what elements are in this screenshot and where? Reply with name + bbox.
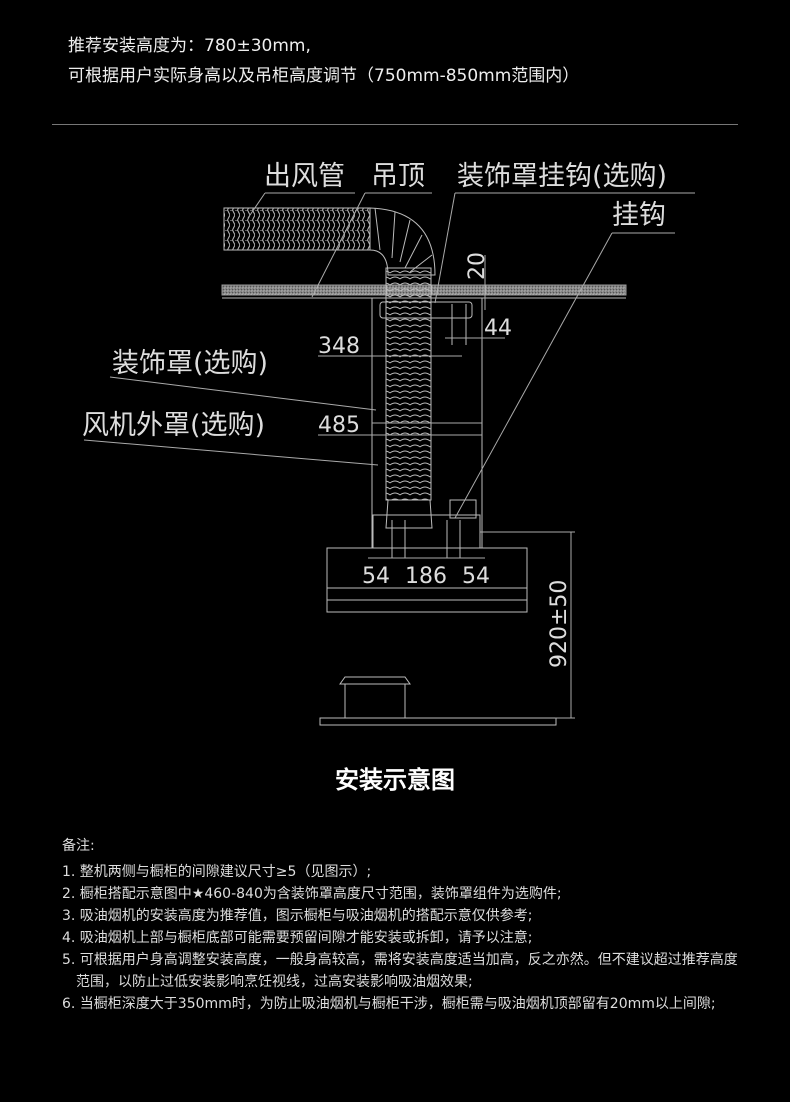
duct-bend bbox=[369, 207, 436, 276]
label-fan-cover: 风机外罩(选购) bbox=[82, 410, 265, 441]
notes: 备注: 1. 整机两侧与橱柜的间隙建议尺寸≥5（见图示）; 2. 橱柜搭配示意图… bbox=[62, 835, 746, 1015]
adjustment-range-text: 可根据用户实际身高以及吊柜高度调节（750mm-850mm范围内） bbox=[68, 66, 580, 86]
note-item: 3. 吸油烟机的安装高度为推荐值，图示橱柜与吸油烟机的搭配示意仅供参考; bbox=[62, 908, 533, 924]
label-cover: 装饰罩(选购) bbox=[112, 348, 268, 379]
note-item: 5. 可根据用户身高调整安装高度，一般身高较高，需将安装高度适当加高，反之亦然。… bbox=[62, 952, 738, 990]
label-ceiling: 吊顶 bbox=[371, 161, 425, 192]
recommended-height-text: 推荐安装高度为：780±30mm, bbox=[68, 36, 311, 56]
dim-54-left: 54 bbox=[362, 564, 390, 589]
hood-bottom-strip bbox=[326, 599, 528, 613]
dim-485: 485 bbox=[318, 413, 360, 438]
diagram-title: 安装示意图 bbox=[335, 766, 455, 794]
note-item: 2. 橱柜搭配示意图中★460-840为含装饰罩高度尺寸范围，装饰罩组件为选购件… bbox=[62, 886, 562, 902]
label-cover-hook: 装饰罩挂钩(选购) bbox=[457, 161, 667, 192]
dim-20: 20 bbox=[465, 252, 490, 280]
note-item: 4. 吸油烟机上部与橱柜底部可能需要预留间隙才能安装或拆卸，请予以注意; bbox=[62, 930, 533, 946]
dim-186: 186 bbox=[405, 564, 447, 589]
dim-54-right: 54 bbox=[462, 564, 490, 589]
cover-hook-bracket bbox=[379, 301, 473, 319]
dim-44: 44 bbox=[484, 316, 512, 341]
notes-heading: 备注: bbox=[62, 838, 95, 854]
note-item: 6. 当橱柜深度大于350mm时，为防止吸油烟机与橱柜干涉，橱柜需与吸油烟机顶部… bbox=[62, 996, 716, 1012]
divider bbox=[52, 124, 738, 125]
note-item: 1. 整机两侧与橱柜的间隙建议尺寸≥5（见图示）; bbox=[62, 864, 372, 880]
label-duct: 出风管 bbox=[264, 161, 345, 192]
exhaust-duct-horizontal bbox=[223, 207, 371, 251]
installation-diagram: 出风管 吊顶 装饰罩挂钩(选购) 挂钩 装饰罩(选购) 风机外罩(选购) 20 … bbox=[82, 161, 695, 726]
pot bbox=[339, 676, 411, 719]
countertop bbox=[319, 717, 557, 726]
hood-upper-body bbox=[372, 514, 481, 549]
dim-348: 348 bbox=[318, 334, 360, 359]
exhaust-duct-vertical bbox=[385, 267, 432, 501]
label-hook: 挂钩 bbox=[612, 200, 666, 231]
dim-install-height: 920±50 bbox=[547, 580, 572, 668]
